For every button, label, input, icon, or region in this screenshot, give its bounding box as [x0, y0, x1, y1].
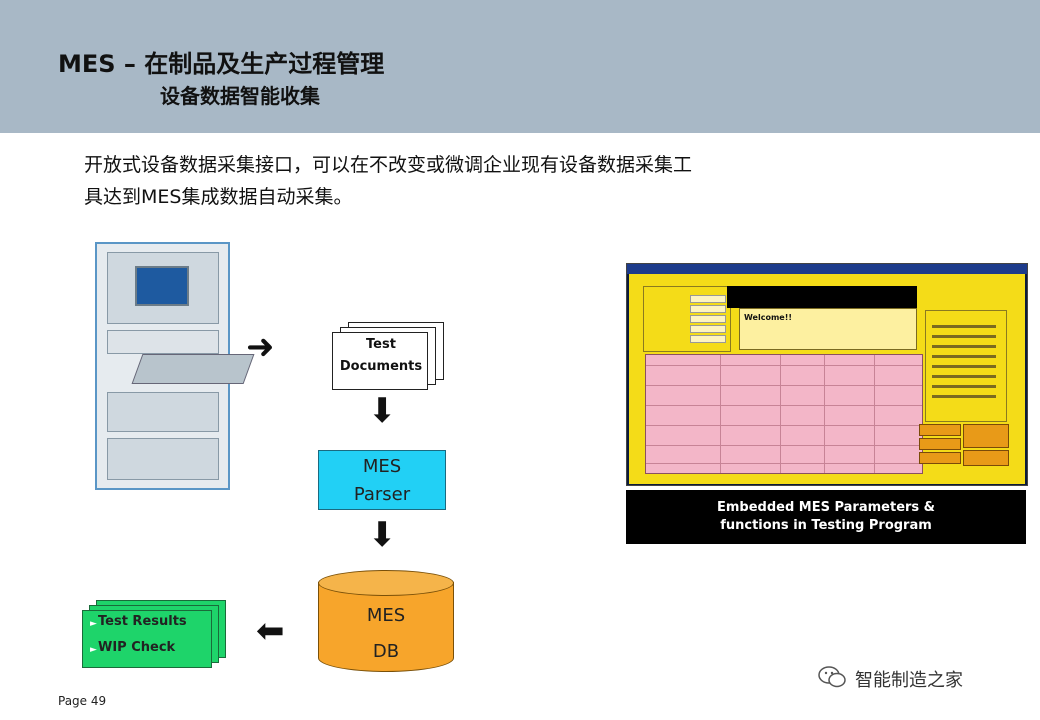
program-button [963, 424, 1009, 448]
table-col-line [824, 355, 825, 473]
page-subtitle: 设备数据智能收集 [160, 84, 320, 108]
db-cylinder-top [318, 570, 454, 596]
welcome-text: Welcome!! [744, 313, 793, 322]
program-button [919, 424, 961, 436]
result-item-wip-check: WIP Check [98, 640, 176, 655]
db-cylinder-body [318, 582, 454, 672]
results-stack: ► Test Results ► WIP Check [82, 600, 227, 668]
down-arrow-icon: ⬇ [368, 391, 397, 431]
item-line [932, 385, 996, 388]
item-line [932, 345, 996, 348]
watermark-text: 智能制造之家 [855, 670, 963, 691]
caption-line1: Embedded MES Parameters & [716, 500, 936, 515]
intro-line-1: 开放式设备数据采集接口，可以在不改变或微调企业现有设备数据采集工 [84, 154, 693, 176]
item-line [932, 355, 996, 358]
welcome-panel: Welcome!! [739, 308, 917, 350]
table-row-line [646, 445, 922, 446]
rack-control-panel [107, 330, 219, 354]
document-sheet [332, 332, 428, 390]
redacted-bar [727, 286, 917, 308]
env-field [690, 325, 726, 333]
rack-monitor [135, 266, 189, 306]
table-row-line [646, 463, 922, 464]
bullet-icon: ► [90, 619, 97, 629]
env-field [690, 315, 726, 323]
test-equipment-rack-image [95, 242, 255, 490]
table-col-line [720, 355, 721, 473]
table-row-line [646, 405, 922, 406]
caption-box: Embedded MES Parameters & functions in T… [626, 490, 1026, 544]
program-button [963, 450, 1009, 466]
result-item-test-results: Test Results [98, 614, 187, 629]
program-button [919, 452, 961, 464]
rack-lower-panel [107, 392, 219, 432]
test-environment-panel [643, 286, 731, 352]
table-row-line [646, 365, 922, 366]
env-field [690, 335, 726, 343]
screen-workspace: Welcome!! [629, 274, 1025, 484]
down-arrow-icon: ⬇ [368, 515, 397, 555]
bullet-icon: ► [90, 645, 97, 655]
mes-db-cylinder: MES DB [318, 570, 454, 678]
testing-program-screenshot: Welcome!! [626, 263, 1028, 486]
env-field [690, 295, 726, 303]
screen-titlebar [627, 264, 1027, 274]
table-col-line [874, 355, 875, 473]
db-label: MES DB [318, 598, 454, 670]
mes-parser-box: MES Parser [318, 450, 446, 510]
db-label-line1: MES [366, 605, 406, 626]
page-number: Page 49 [58, 694, 107, 708]
item-line [932, 325, 996, 328]
header-band [0, 0, 1040, 133]
intro-line-2: 具达到MES集成数据自动采集。 [84, 186, 353, 208]
db-label-line2: DB [372, 641, 400, 662]
page-title: MES – 在制品及生产过程管理 [58, 50, 385, 78]
left-arrow-icon: ⬅ [256, 611, 285, 651]
watermark: 智能制造之家 [817, 664, 1017, 692]
test-documents-stack: Test Documents [332, 322, 444, 390]
item-line [932, 375, 996, 378]
rack-tray [131, 354, 255, 384]
table-col-line [780, 355, 781, 473]
item-line [932, 365, 996, 368]
right-arrow-icon: ➜ [246, 327, 275, 367]
table-row-line [646, 385, 922, 386]
env-field [690, 305, 726, 313]
wechat-icon [818, 666, 846, 688]
program-button [919, 438, 961, 450]
test-item-table [645, 354, 923, 474]
item-line [932, 335, 996, 338]
test-items-panel [925, 310, 1007, 422]
item-line [932, 395, 996, 398]
parser-label-line1: MES [362, 456, 402, 477]
caption-line2: functions in Testing Program [720, 518, 932, 533]
rack-bottom-panel [107, 438, 219, 480]
test-documents-label: Test Documents [339, 337, 423, 374]
parser-label-line2: Parser [353, 484, 411, 505]
result-sheet [82, 610, 212, 668]
table-row-line [646, 425, 922, 426]
